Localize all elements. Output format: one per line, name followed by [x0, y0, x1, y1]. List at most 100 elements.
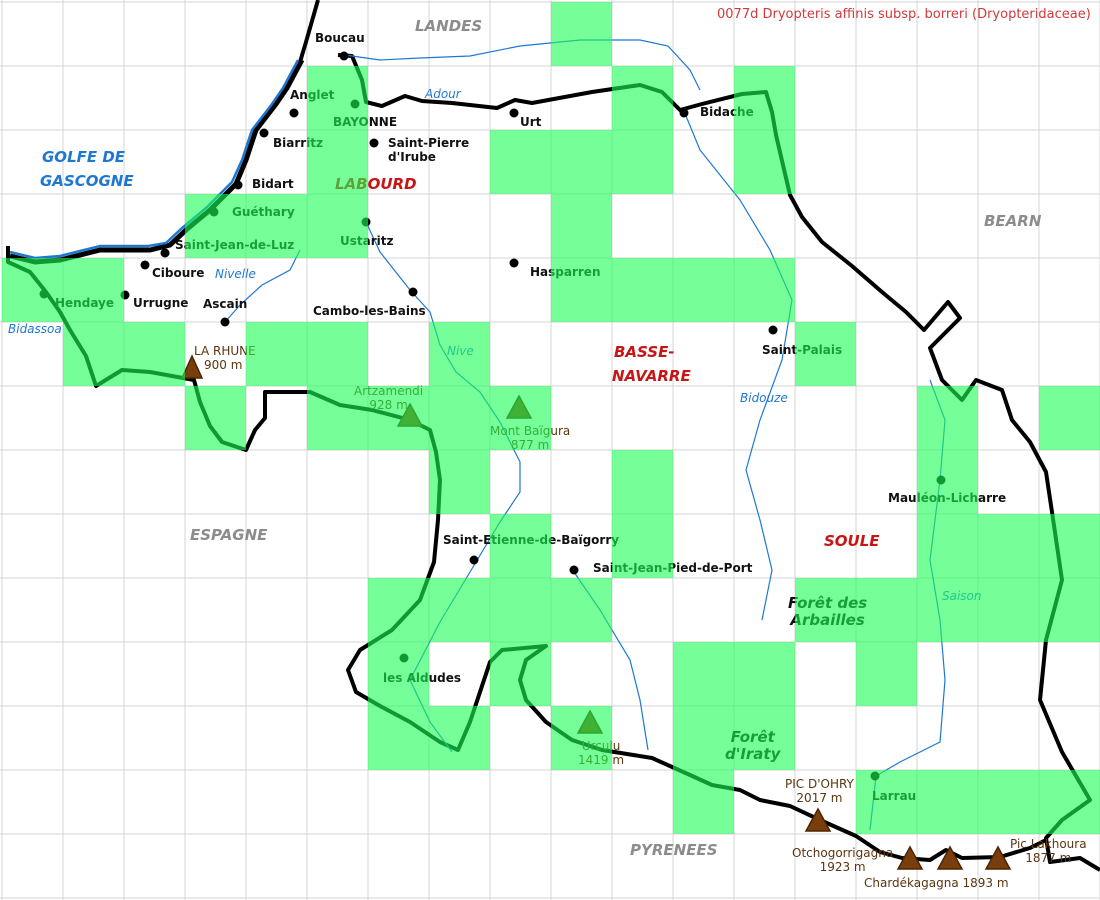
region-pyrenees: PYRENEES: [630, 841, 718, 859]
town-label: Biarritz: [273, 136, 324, 150]
town-label: Ascain: [203, 297, 248, 311]
town-label: Hasparren: [530, 265, 601, 279]
town-label: Urt: [520, 115, 542, 129]
forest-line: Arbailles: [790, 611, 865, 630]
river-label: Adour: [425, 87, 461, 101]
town-label: Cambo-les-Bains: [313, 304, 426, 318]
peak-name: PIC D'OHRY: [785, 777, 854, 791]
region-soule: SOULE: [824, 532, 880, 550]
town-dot: [160, 248, 170, 258]
peak-altitude: 877 m: [510, 437, 550, 452]
town-dot: [350, 99, 360, 109]
peak-altitude: 1923 m: [819, 859, 866, 874]
forest-line: d'Iraty: [725, 745, 781, 764]
peak-icon: [896, 845, 924, 870]
river-label: Nivelle: [215, 267, 256, 281]
river-label: Bidassoa: [8, 322, 62, 336]
town-label: Saint-Jean-Pied-de-Port: [593, 561, 753, 575]
town-dot: [289, 108, 299, 118]
peak-name: Mont Baïgura: [490, 424, 571, 438]
town-label: Bidart: [252, 177, 294, 191]
town-dot: [509, 108, 519, 118]
town-dot: [339, 51, 349, 61]
river-label: Bidouze: [740, 391, 788, 405]
town-dot: [469, 555, 479, 565]
town-label: Ciboure: [152, 266, 205, 280]
town-label: Mauléon-Licharre: [888, 491, 1007, 505]
town-label: Saint-Etienne-de-Baïgorry: [443, 533, 620, 547]
peak-name: LA RHUNE: [194, 344, 256, 358]
town-label: Anglet: [290, 88, 335, 102]
town-dots: [39, 51, 946, 781]
town-dot: [120, 290, 130, 300]
region-basse-navarre-1: BASSE-: [614, 343, 675, 361]
region-landes: LANDES: [415, 17, 483, 35]
town-dot: [39, 289, 49, 299]
peak-name: Artzamendi: [354, 384, 424, 398]
forest-line: Forêt: [730, 728, 775, 746]
sea-label-1: GOLFE DE: [42, 148, 126, 166]
town-dot: [509, 258, 519, 268]
river-label: Saison: [942, 589, 982, 603]
town-label: les Aldudes: [383, 671, 461, 685]
town-dot: [408, 287, 418, 297]
peak-altitude: 928 m: [369, 397, 408, 412]
peak-altitude: 1419 m: [578, 752, 625, 767]
peak-name: Pic Lakhoura: [1010, 837, 1087, 851]
peak-icon: [505, 394, 533, 419]
town-dot: [140, 260, 150, 270]
peak-altitude: 2017 m: [796, 790, 843, 805]
peak-icon: [984, 845, 1012, 870]
town-label: d'Irube: [388, 150, 436, 164]
town-dot: [569, 565, 579, 575]
peak-altitude: 1877 m: [1025, 850, 1072, 865]
town-label: Boucau: [315, 31, 365, 45]
town-label: Saint-Palais: [762, 343, 843, 357]
town-label: BAYONNE: [333, 115, 398, 129]
town-label: Hendaye: [55, 296, 115, 310]
forest-line: Forêt des: [788, 594, 868, 612]
town-label: Urrugne: [133, 296, 189, 310]
peak-name: Urculu: [581, 739, 621, 753]
rivers: [224, 39, 946, 831]
sea-label-2: GASCOGNE: [40, 172, 134, 190]
river-bidouze: [685, 115, 793, 621]
region-basse-navarre-2: NAVARRE: [612, 367, 691, 385]
region-espagne: ESPAGNE: [190, 526, 268, 544]
region-labourd: LABOURD: [335, 175, 417, 193]
town-label: Guéthary: [232, 205, 295, 219]
peak-name: Chardékagagna 1893 m: [864, 876, 1009, 890]
peak-icon: [576, 709, 604, 734]
town-dot: [233, 180, 243, 190]
peak-icon: [804, 807, 832, 832]
department-border: [298, 0, 1100, 872]
town-dot: [936, 475, 946, 485]
peak-label: Chardékagagna 1893 m: [864, 876, 1009, 891]
town-dot: [768, 325, 778, 335]
river-saison: [869, 379, 946, 831]
town-label: Saint-Pierre: [388, 136, 470, 150]
peak-icon: [180, 354, 204, 379]
town-label: Larrau: [872, 789, 917, 803]
river-nivelle: [224, 249, 301, 323]
town-dot: [870, 771, 880, 781]
peak-icon: [936, 845, 964, 870]
river-adour: [344, 39, 701, 91]
map-title: 0077d Dryopteris affinis subsp. borreri …: [717, 7, 1091, 22]
town-dot: [369, 138, 379, 148]
town-dot: [209, 207, 219, 217]
town-dot: [361, 217, 371, 227]
town-label: Bidache: [700, 105, 754, 119]
river-label: Nive: [447, 344, 474, 358]
town-dot: [679, 108, 689, 118]
town-dot: [259, 128, 269, 138]
town-dot: [399, 653, 409, 663]
